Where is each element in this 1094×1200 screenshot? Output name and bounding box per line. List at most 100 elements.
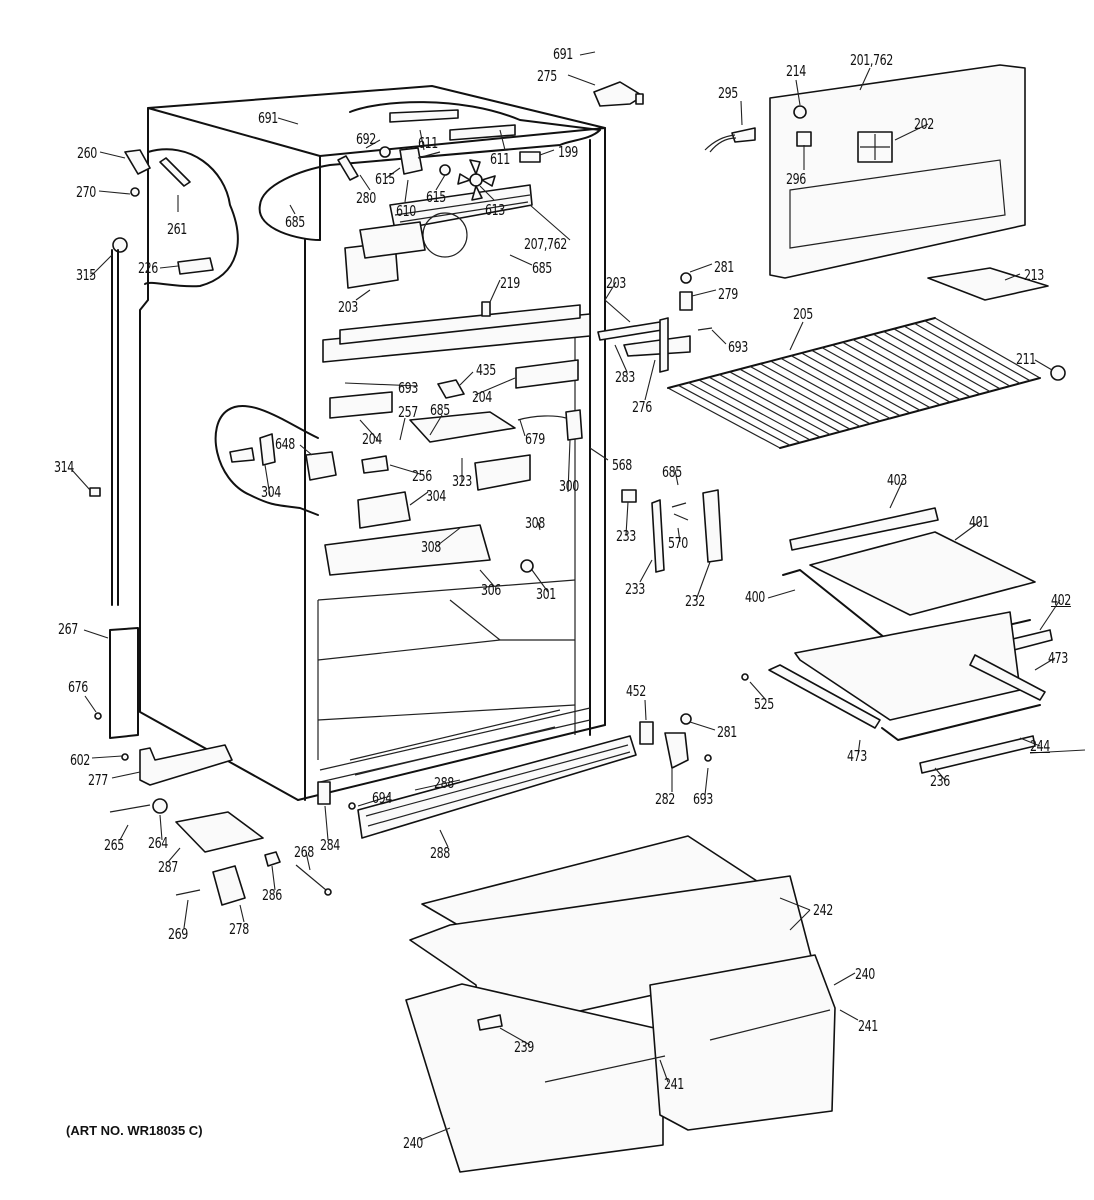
part-callout-219[interactable]: 219 xyxy=(500,274,520,292)
part-callout-268[interactable]: 268 xyxy=(294,843,314,861)
part-callout-204b[interactable]: 204 xyxy=(362,430,382,448)
part-callout-323[interactable]: 323 xyxy=(452,472,472,490)
part-callout-473a[interactable]: 473 xyxy=(1048,649,1068,667)
part-callout-283[interactable]: 283 xyxy=(615,368,635,386)
part-callout-265[interactable]: 265 xyxy=(104,836,124,854)
part-callout-261[interactable]: 261 xyxy=(167,220,187,238)
part-callout-214[interactable]: 214 xyxy=(786,62,806,80)
part-callout-277[interactable]: 277 xyxy=(88,771,108,789)
fresh-food-shelf-assembly xyxy=(741,507,1053,774)
part-callout-204a[interactable]: 204 xyxy=(472,388,492,406)
part-callout-205[interactable]: 205 xyxy=(793,305,813,323)
part-callout-568[interactable]: 568 xyxy=(612,456,632,474)
part-callout-287[interactable]: 287 xyxy=(158,858,178,876)
part-callout-276[interactable]: 276 xyxy=(632,398,652,416)
part-callout-308b[interactable]: 308 xyxy=(421,538,441,556)
part-callout-685c[interactable]: 685 xyxy=(430,401,450,419)
part-callout-570[interactable]: 570 xyxy=(668,534,688,552)
part-callout-213[interactable]: 213 xyxy=(1024,266,1044,284)
part-callout-691b[interactable]: 691 xyxy=(258,109,278,127)
part-callout-435[interactable]: 435 xyxy=(476,361,496,379)
part-callout-203a[interactable]: 203 xyxy=(338,298,358,316)
part-callout-278[interactable]: 278 xyxy=(229,920,249,938)
part-callout-241b[interactable]: 241 xyxy=(664,1075,684,1093)
part-callout-301[interactable]: 301 xyxy=(536,585,556,603)
part-callout-269[interactable]: 269 xyxy=(168,925,188,943)
part-callout-211[interactable]: 211 xyxy=(1016,350,1036,368)
part-callout-693a[interactable]: 693 xyxy=(728,338,748,356)
part-callout-611b[interactable]: 611 xyxy=(490,150,510,168)
part-callout-199[interactable]: 199 xyxy=(558,143,578,161)
part-callout-270[interactable]: 270 xyxy=(76,183,96,201)
part-callout-242[interactable]: 242 xyxy=(813,901,833,919)
part-callout-233b[interactable]: 233 xyxy=(625,580,645,598)
part-callout-203b[interactable]: 203 xyxy=(606,274,626,292)
freezer-door-liner xyxy=(704,64,1049,301)
part-callout-236[interactable]: 236 xyxy=(930,772,950,790)
part-callout-244[interactable]: 244 xyxy=(1030,737,1050,755)
art-number-label: (ART NO. WR18035 C) xyxy=(66,1123,203,1138)
part-callout-232[interactable]: 232 xyxy=(685,592,705,610)
part-callout-295[interactable]: 295 xyxy=(718,84,738,102)
part-callout-676[interactable]: 676 xyxy=(68,678,88,696)
part-callout-648[interactable]: 648 xyxy=(275,435,295,453)
part-callout-315[interactable]: 315 xyxy=(76,266,96,284)
part-callout-281b[interactable]: 281 xyxy=(717,723,737,741)
part-callout-610[interactable]: 610 xyxy=(396,202,416,220)
part-callout-403[interactable]: 403 xyxy=(887,471,907,489)
shelf-ladders xyxy=(621,489,723,573)
part-callout-284[interactable]: 284 xyxy=(320,836,340,854)
part-callout-260[interactable]: 260 xyxy=(77,144,97,162)
base-grille xyxy=(109,735,637,906)
part-callout-452[interactable]: 452 xyxy=(626,682,646,700)
part-callout-275[interactable]: 275 xyxy=(537,67,557,85)
part-callout-306[interactable]: 306 xyxy=(481,581,501,599)
part-callout-279[interactable]: 279 xyxy=(718,285,738,303)
part-callout-693c[interactable]: 693 xyxy=(693,790,713,808)
part-callout-525[interactable]: 525 xyxy=(754,695,774,713)
part-callout-602[interactable]: 602 xyxy=(70,751,90,769)
part-callout-402[interactable]: 402 xyxy=(1051,591,1071,609)
part-callout-691[interactable]: 691 xyxy=(553,45,573,63)
part-callout-304a[interactable]: 304 xyxy=(261,483,281,501)
part-callout-241a[interactable]: 241 xyxy=(858,1017,878,1035)
part-callout-685d[interactable]: 685 xyxy=(662,463,682,481)
part-callout-207_762[interactable]: 207,762 xyxy=(524,235,567,253)
part-callout-693b[interactable]: 693 xyxy=(398,379,418,397)
part-callout-296[interactable]: 296 xyxy=(786,170,806,188)
part-callout-308a[interactable]: 308 xyxy=(525,514,545,532)
part-callout-267[interactable]: 267 xyxy=(58,620,78,638)
part-callout-473b[interactable]: 473 xyxy=(847,747,867,765)
part-callout-286[interactable]: 286 xyxy=(262,886,282,904)
part-callout-692[interactable]: 692 xyxy=(356,130,376,148)
part-callout-679[interactable]: 679 xyxy=(525,430,545,448)
part-callout-239[interactable]: 239 xyxy=(514,1038,534,1056)
part-callout-264[interactable]: 264 xyxy=(148,834,168,852)
part-callout-257[interactable]: 257 xyxy=(398,403,418,421)
part-callout-240b[interactable]: 240 xyxy=(403,1134,423,1152)
part-callout-288a[interactable]: 288 xyxy=(434,774,454,792)
part-callout-256[interactable]: 256 xyxy=(412,467,432,485)
part-callout-611a[interactable]: 611 xyxy=(418,134,438,152)
part-callout-240a[interactable]: 240 xyxy=(855,965,875,983)
part-callout-280[interactable]: 280 xyxy=(356,189,376,207)
leader-lines xyxy=(71,51,1086,1141)
part-callout-304b[interactable]: 304 xyxy=(426,487,446,505)
part-callout-613[interactable]: 613 xyxy=(485,201,505,219)
part-callout-400[interactable]: 400 xyxy=(745,588,765,606)
part-callout-314[interactable]: 314 xyxy=(54,458,74,476)
part-callout-233a[interactable]: 233 xyxy=(616,527,636,545)
part-callout-300[interactable]: 300 xyxy=(559,477,579,495)
part-callout-288b[interactable]: 288 xyxy=(430,844,450,862)
part-callout-282[interactable]: 282 xyxy=(655,790,675,808)
part-callout-202[interactable]: 202 xyxy=(914,115,934,133)
part-callout-685b[interactable]: 685 xyxy=(532,259,552,277)
part-callout-226[interactable]: 226 xyxy=(138,259,158,277)
part-callout-615a[interactable]: 615 xyxy=(375,170,395,188)
part-callout-281a[interactable]: 281 xyxy=(714,258,734,276)
part-callout-694[interactable]: 694 xyxy=(372,789,392,807)
part-callout-615b[interactable]: 615 xyxy=(426,188,446,206)
part-callout-201_762[interactable]: 201,762 xyxy=(850,51,893,69)
part-callout-685a[interactable]: 685 xyxy=(285,213,305,231)
part-callout-401[interactable]: 401 xyxy=(969,513,989,531)
